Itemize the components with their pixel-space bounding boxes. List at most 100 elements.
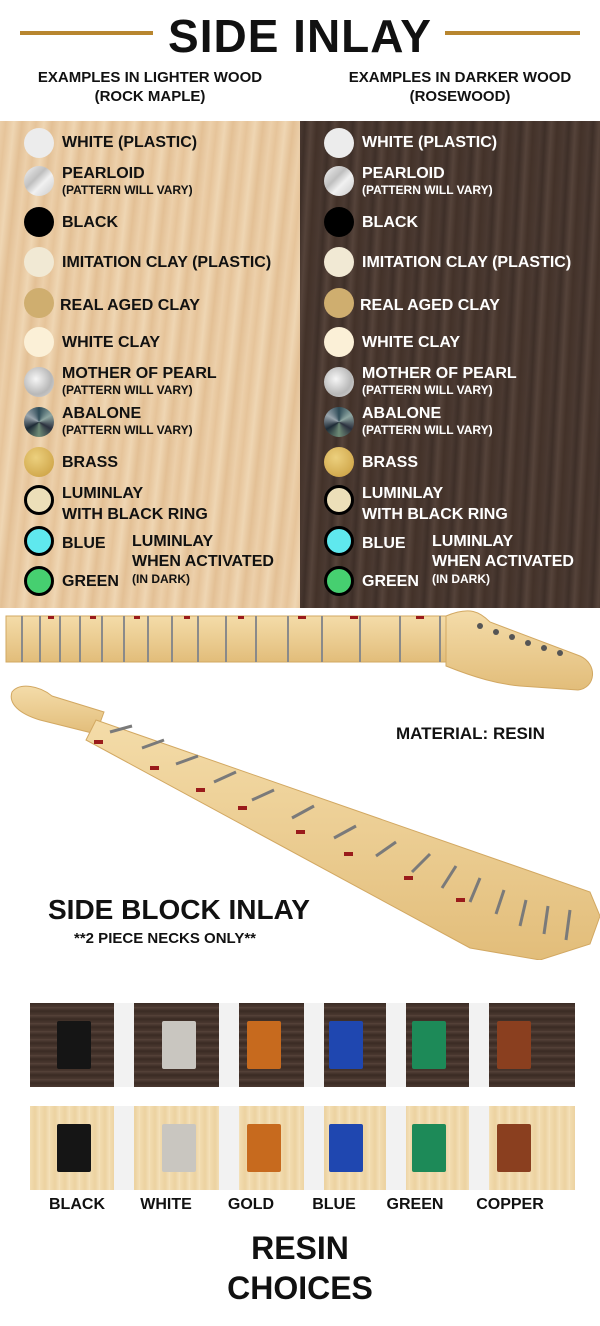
green-label: GREEN <box>362 573 419 590</box>
luminlay-line2: WITH BLACK RING <box>362 506 508 523</box>
imitation-clay-swatch <box>24 247 54 277</box>
real-aged-clay-label: REAL AGED CLAY <box>360 297 500 314</box>
light-wood-caption: EXAMPLES IN LIGHTER WOOD (ROCK MAPLE) <box>0 68 300 106</box>
imitation-clay-label: IMITATION CLAY (PLASTIC) <box>362 254 572 271</box>
resin-label-black: BLACK <box>49 1196 105 1213</box>
white-plastic-label: WHITE (PLASTIC) <box>362 134 498 151</box>
green-label: GREEN <box>62 573 119 590</box>
pattern-note: (PATTERN WILL VARY) <box>62 423 193 437</box>
imitation-clay-swatch <box>324 247 354 277</box>
abalone-text: ABALONE <box>62 405 142 422</box>
luminlay-active-line2: WHEN ACTIVATED <box>132 553 274 570</box>
resin-swatch <box>247 1124 281 1172</box>
resin-label-blue: BLUE <box>312 1196 356 1213</box>
resin-chip-blue <box>302 1003 386 1087</box>
pattern-note: (PATTERN WILL VARY) <box>362 423 493 437</box>
resin-chip-copper <box>470 1106 554 1190</box>
blue-label: BLUE <box>362 535 406 552</box>
resin-swatch <box>162 1124 196 1172</box>
diagonal-neck <box>10 685 600 961</box>
fret-divider <box>114 1106 134 1190</box>
mother-of-pearl-text: MOTHER OF PEARL <box>62 365 217 382</box>
luminlay-ring-swatch <box>324 485 354 515</box>
light-caption-line2: (ROCK MAPLE) <box>94 88 206 105</box>
pattern-note: (PATTERN WILL VARY) <box>62 383 193 397</box>
blue-glow-swatch <box>24 526 54 556</box>
side-block-title: SIDE BLOCK INLAY <box>48 894 310 925</box>
abalone-swatch <box>24 407 54 437</box>
pearloid-swatch <box>24 166 54 196</box>
brass-swatch <box>324 447 354 477</box>
white-plastic-swatch <box>324 128 354 158</box>
black-swatch <box>24 207 54 237</box>
brass-swatch <box>24 447 54 477</box>
resin-swatch <box>57 1021 91 1069</box>
resin-rosewood-row <box>30 1003 575 1087</box>
resin-chip-gold <box>220 1106 304 1190</box>
fret-divider <box>469 1003 489 1087</box>
pattern-note: (PATTERN WILL VARY) <box>62 183 193 197</box>
brass-label: BRASS <box>62 454 119 471</box>
dark-caption-line2: (ROSEWOOD) <box>409 88 511 105</box>
luminlay-line1: LUMINLAY <box>362 485 444 502</box>
pattern-note: (PATTERN WILL VARY) <box>362 383 493 397</box>
luminlay-active-label: LUMINLAY WHEN ACTIVATED (IN DARK) <box>132 532 274 586</box>
in-dark-note: (IN DARK) <box>132 572 190 586</box>
white-clay-swatch <box>24 327 54 357</box>
mother-of-pearl-label: MOTHER OF PEARL(PATTERN WILL VARY) <box>362 365 517 397</box>
green-glow-swatch <box>324 566 354 596</box>
pearloid-swatch <box>324 166 354 196</box>
neck-drawing <box>5 610 600 961</box>
dark-wood-caption: EXAMPLES IN DARKER WOOD (ROSEWOOD) <box>310 68 600 106</box>
blue-label: BLUE <box>62 535 106 552</box>
resin-title-line1: RESIN <box>251 1230 349 1266</box>
imitation-clay-label: IMITATION CLAY (PLASTIC) <box>62 254 272 271</box>
material-label: MATERIAL: RESIN <box>396 724 545 743</box>
black-label: BLACK <box>362 214 418 231</box>
fret-divider <box>219 1106 239 1190</box>
fret-divider <box>386 1106 406 1190</box>
mother-of-pearl-text: MOTHER OF PEARL <box>362 365 517 382</box>
resin-label-gold: GOLD <box>227 1196 275 1213</box>
luminlay-ring-swatch <box>24 485 54 515</box>
white-clay-label: WHITE CLAY <box>362 334 461 351</box>
white-clay-label: WHITE CLAY <box>62 334 161 351</box>
resin-chip-copper <box>470 1003 554 1087</box>
black-label: BLACK <box>62 214 118 231</box>
blue-glow-swatch <box>324 526 354 556</box>
green-glow-swatch <box>24 566 54 596</box>
resin-swatch <box>412 1124 446 1172</box>
resin-swatch <box>247 1021 281 1069</box>
luminlay-label: LUMINLAY WITH BLACK RING <box>362 483 508 525</box>
fret-divider <box>219 1003 239 1087</box>
resin-chip-gold <box>220 1003 304 1087</box>
white-plastic-swatch <box>24 128 54 158</box>
fret-divider <box>304 1003 324 1087</box>
resin-swatch <box>497 1021 531 1069</box>
resin-chip-white <box>135 1003 219 1087</box>
side-block-note: **2 PIECE NECKS ONLY** <box>74 930 257 947</box>
resin-chip-blue <box>302 1106 386 1190</box>
resin-swatch <box>412 1021 446 1069</box>
resin-chip-black <box>30 1106 114 1190</box>
brass-label: BRASS <box>362 454 419 471</box>
abalone-label: ABALONE(PATTERN WILL VARY) <box>62 405 193 437</box>
resin-chip-green <box>385 1106 469 1190</box>
fret-divider <box>304 1106 324 1190</box>
pearloid-text: PEARLOID <box>362 165 445 182</box>
dark-caption-line1: EXAMPLES IN DARKER WOOD <box>348 69 572 86</box>
resin-label-white: WHITE <box>140 1196 192 1213</box>
dark-wood-panel: WHITE (PLASTIC) PEARLOID(PATTERN WILL VA… <box>300 121 600 608</box>
pearloid-text: PEARLOID <box>62 165 145 182</box>
luminlay-line2: WITH BLACK RING <box>62 506 208 523</box>
resin-swatch <box>497 1124 531 1172</box>
resin-chip-green <box>385 1003 469 1087</box>
fret-divider <box>386 1003 406 1087</box>
white-clay-swatch <box>324 327 354 357</box>
resin-title-line2: CHOICES <box>227 1270 373 1306</box>
luminlay-active-line1: LUMINLAY <box>132 533 214 550</box>
abalone-swatch <box>324 407 354 437</box>
light-wood-panel: WHITE (PLASTIC) PEARLOID(PATTERN WILL VA… <box>0 121 300 608</box>
pearloid-label: PEARLOID(PATTERN WILL VARY) <box>362 165 493 197</box>
